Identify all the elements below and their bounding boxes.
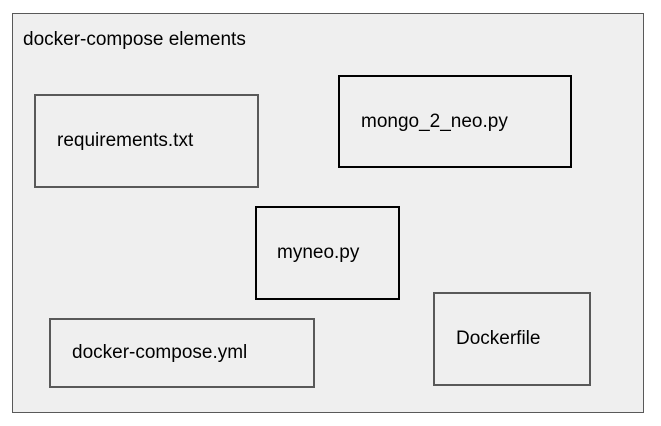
- myneo-py-box: myneo.py: [255, 206, 400, 300]
- mongo-2-neo-py-box: mongo_2_neo.py: [338, 75, 572, 168]
- mongo-2-neo-py-label: mongo_2_neo.py: [361, 110, 508, 132]
- docker-compose-yml-box: docker-compose.yml: [49, 318, 315, 388]
- requirements-txt-label: requirements.txt: [57, 130, 194, 151]
- requirements-txt-box: requirements.txt: [34, 94, 259, 188]
- dockerfile-label: Dockerfile: [456, 328, 541, 349]
- docker-compose-yml-label: docker-compose.yml: [72, 342, 248, 363]
- myneo-py-label: myneo.py: [277, 242, 360, 263]
- dockerfile-box: Dockerfile: [433, 292, 591, 386]
- container-title: docker-compose elements: [23, 29, 246, 50]
